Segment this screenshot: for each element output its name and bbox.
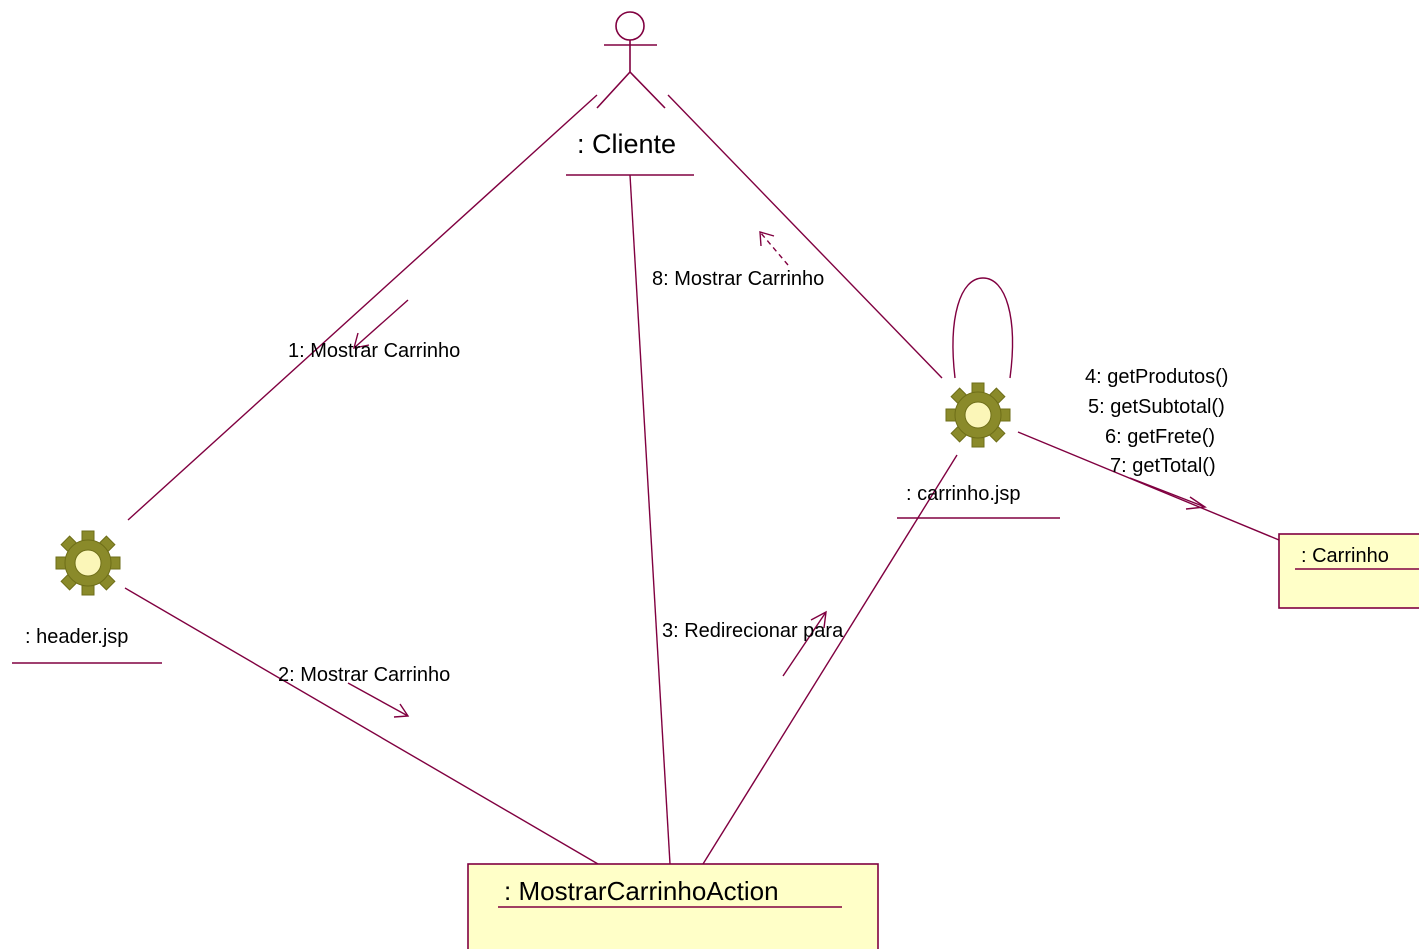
message-2-label: 2: Mostrar Carrinho	[278, 664, 450, 686]
self-link-carrinho-jsp	[952, 277, 1014, 379]
message-4-label: 4: getProdutos()	[1085, 366, 1228, 388]
object-carrinho-label: : Carrinho	[1301, 545, 1389, 567]
object-carrinho[interactable]: : Carrinho	[1278, 533, 1419, 609]
actor-cliente[interactable]: : Cliente	[566, 11, 694, 176]
stick-figure-actor-icon	[596, 11, 666, 109]
links	[124, 94, 1280, 865]
link-carrinho-jsp-action	[702, 454, 958, 865]
link-carrinho-jsp-carrinho	[1017, 431, 1280, 541]
message-arrows	[347, 231, 1208, 718]
object-header-jsp[interactable]: : header.jsp	[12, 530, 162, 664]
object-carrinho-jsp-label: : carrinho.jsp	[906, 483, 1021, 505]
message-7-label: 7: getTotal()	[1110, 455, 1216, 477]
gear-icon	[55, 530, 121, 596]
arrowhead-m3	[810, 610, 827, 629]
arrow-m8	[759, 231, 789, 266]
link-cliente-carrinho-jsp	[667, 94, 943, 379]
arrow-m1	[353, 299, 409, 349]
message-5-label: 5: getSubtotal()	[1088, 396, 1225, 418]
object-carrinho-box	[1278, 533, 1419, 609]
message-1-label: 1: Mostrar Carrinho	[288, 340, 460, 362]
arrow-m4-7	[1129, 477, 1206, 508]
arrowhead-m4-7	[1185, 496, 1208, 510]
gear-icon	[945, 382, 1011, 448]
arrow-m3	[782, 611, 827, 677]
message-6-label: 6: getFrete()	[1105, 426, 1215, 448]
link-cliente-header	[127, 94, 598, 521]
object-header-jsp-label: : header.jsp	[25, 626, 128, 648]
object-carrinho-jsp[interactable]: : carrinho.jsp	[897, 382, 1060, 519]
arrowhead-m8	[759, 231, 775, 247]
object-mostrar-carrinho-action-label: : MostrarCarrinhoAction	[504, 876, 779, 906]
arrowhead-m2	[393, 703, 410, 718]
actor-cliente-label: : Cliente	[577, 129, 676, 159]
message-8-label: 8: Mostrar Carrinho	[652, 268, 824, 290]
link-header-action	[124, 587, 599, 865]
message-labels: 1: Mostrar Carrinho 2: Mostrar Carrinho …	[278, 268, 1228, 686]
message-3-label: 3: Redirecionar para	[662, 620, 844, 642]
arrow-m2	[347, 682, 409, 717]
link-cliente-action	[629, 174, 671, 865]
arrowhead-m1	[353, 332, 370, 349]
object-mostrar-carrinho-action[interactable]: : MostrarCarrinhoAction	[467, 863, 879, 949]
